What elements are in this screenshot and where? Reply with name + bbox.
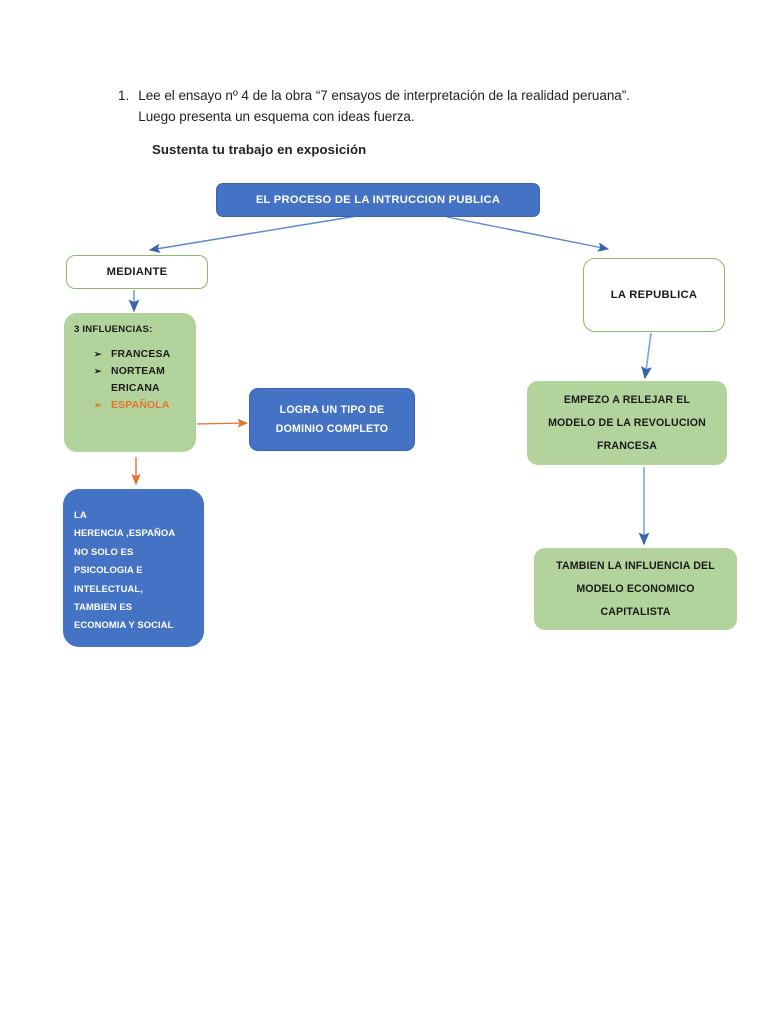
instruction-number: 1. — [118, 88, 130, 103]
instruction-list-item: 1. Lee el ensayo nº 4 de la obra “7 ensa… — [118, 86, 658, 127]
node-herencia-line: TAMBIEN ES — [74, 601, 133, 613]
node-logra-dominio[interactable]: LOGRA UN TIPO DE DOMINIO COMPLETO — [249, 388, 415, 451]
node-empezo-line: EMPEZO A RELEJAR EL — [563, 393, 691, 406]
node-tres-influencias[interactable]: 3 INFLUENCIAS: ➢ FRANCESA ➢ NORTEAM ERIC… — [64, 313, 196, 452]
node-tambien-influencia[interactable]: TAMBIEN LA INFLUENCIA DEL MODELO ECONOMI… — [534, 548, 737, 630]
node-title-proceso[interactable]: EL PROCESO DE LA INTRUCCION PUBLICA — [216, 183, 540, 217]
influencia-item-norteamericana: ➢ NORTEAM — [74, 363, 196, 380]
node-tambien-line: TAMBIEN LA INFLUENCIA DEL — [556, 559, 715, 572]
influencia-label: FRANCESA — [111, 349, 171, 360]
node-logra-line: DOMINIO COMPLETO — [275, 422, 389, 435]
node-title-label: EL PROCESO DE LA INTRUCCION PUBLICA — [255, 194, 501, 206]
influencias-heading: 3 INFLUENCIAS: — [74, 324, 153, 335]
arrow-bullet-icon: ➢ — [94, 400, 102, 410]
influencia-label-continuation: ERICANA — [111, 383, 160, 394]
connector-influencias-to-logra — [196, 418, 249, 428]
node-la-republica[interactable]: LA REPUBLICA — [583, 258, 725, 332]
connector-title-to-mediante — [148, 215, 358, 254]
node-empezo-line: FRANCESA — [596, 439, 658, 452]
subtitle-heading: Sustenta tu trabajo en exposición — [152, 142, 367, 157]
node-herencia-line: PSICOLOGIA E — [74, 564, 143, 576]
connector-republica-to-empezo — [641, 332, 652, 380]
arrow-bullet-icon: ➢ — [94, 366, 102, 376]
instruction-block: 1. Lee el ensayo nº 4 de la obra “7 ensa… — [118, 86, 658, 127]
arrow-bullet-icon: ➢ — [94, 349, 102, 359]
node-tambien-line: MODELO ECONOMICO — [576, 582, 695, 595]
node-empezo-line: MODELO DE LA REVOLUCION — [548, 416, 706, 429]
influencia-item-espanola: ➢ ESPAÑOLA — [74, 397, 196, 414]
node-herencia-line: INTELECTUAL, — [74, 582, 143, 594]
node-herencia-line: NO SOLO ES — [74, 545, 134, 557]
node-tambien-line: CAPITALISTA — [600, 605, 671, 618]
node-mediante[interactable]: MEDIANTE — [66, 255, 208, 289]
influencia-label: ESPAÑOLA — [111, 400, 170, 411]
influencia-label: NORTEAM — [111, 366, 165, 377]
node-herencia-line: LA — [74, 509, 87, 520]
node-herencia-espanola[interactable]: LA HERENCIA ,ESPAÑOA NO SOLO ES PSICOLOG… — [63, 489, 204, 647]
node-la-republica-label: LA REPUBLICA — [610, 289, 698, 301]
node-herencia-line: HERENCIA ,ESPAÑOA — [74, 527, 176, 539]
instruction-text: Lee el ensayo nº 4 de la obra “7 ensayos… — [138, 88, 630, 124]
node-mediante-label: MEDIANTE — [106, 266, 168, 278]
node-logra-line: LOGRA UN TIPO DE — [279, 403, 385, 416]
influencias-list: ➢ FRANCESA ➢ NORTEAM ERICANA ➢ ESPAÑOLA — [74, 346, 196, 414]
connector-title-to-republica — [446, 216, 610, 252]
node-herencia-line: ECONOMIA Y SOCIAL — [74, 619, 174, 631]
influencia-item-francesa: ➢ FRANCESA — [74, 346, 196, 363]
node-empezo-relejar[interactable]: EMPEZO A RELEJAR EL MODELO DE LA REVOLUC… — [527, 381, 727, 465]
